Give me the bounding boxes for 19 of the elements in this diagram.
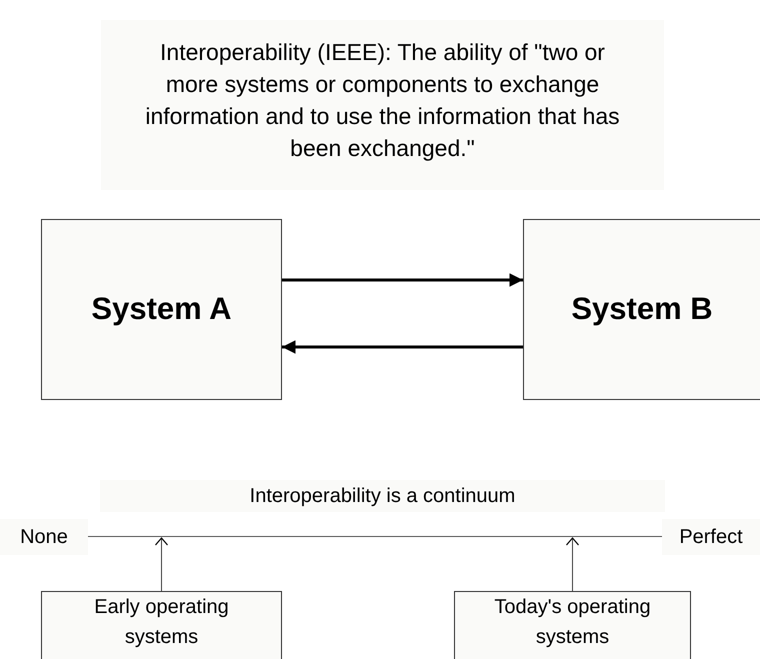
system-box <box>41 219 282 400</box>
scale-line <box>88 536 662 537</box>
system-box <box>454 591 691 659</box>
label-text: Early operating systems <box>93 595 230 650</box>
system-label: System A <box>91 290 232 328</box>
arrow <box>282 340 523 354</box>
text-panel <box>0 519 88 555</box>
definition-text: Interoperability (IEEE): The ability of "two or more systems or components to exchange information and to use the information that has been exchanged." <box>144 38 621 163</box>
label-text: Interoperability is a continuum <box>250 484 516 508</box>
label-text: Perfect <box>679 524 743 550</box>
system-label: System B <box>571 290 713 328</box>
text-panel <box>662 519 760 555</box>
arrow <box>566 537 580 592</box>
arrow <box>154 537 168 592</box>
system-box <box>523 219 760 400</box>
system-box <box>41 591 282 659</box>
arrow <box>282 273 523 287</box>
label-text: None <box>20 524 68 550</box>
label-text: Today's operating systems <box>493 595 652 650</box>
